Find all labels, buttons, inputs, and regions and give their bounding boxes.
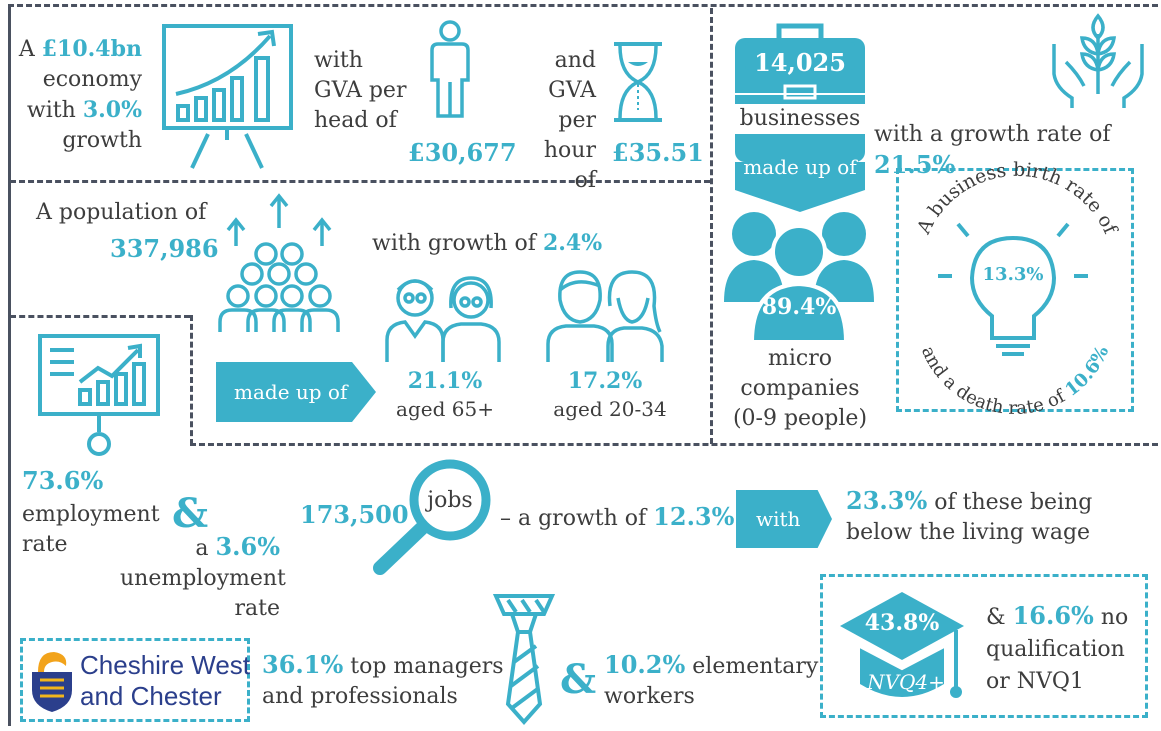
economy-value: £10.4bn [41, 36, 142, 62]
aged2034-label: aged 20-34 [553, 397, 667, 421]
birth-death-box [896, 168, 1134, 412]
jobs-label: jobs [427, 488, 473, 513]
hourglass-icon [614, 42, 662, 122]
birth-rate-value: 13.3% [982, 264, 1044, 285]
economy-growth: 3.0% [82, 97, 142, 123]
living-wage-text: 23.3% of these being below the living wa… [846, 486, 1093, 545]
lightbulb-icon [938, 222, 1088, 356]
employment-ampersand: & [172, 490, 209, 537]
noqual-text: & 16.6% no qualification or NVQ1 [986, 601, 1129, 694]
micro-value: 89.4% [761, 294, 837, 320]
businesses-made-up-of: made up of [743, 155, 857, 179]
occupations-ampersand: & [560, 656, 597, 703]
managers-value: 36.1% [262, 650, 344, 679]
divider-economy-bottom [10, 180, 710, 183]
young-couple-icon [546, 270, 664, 362]
divider-population-inner [190, 315, 193, 445]
employment-label: employment rate [22, 502, 160, 557]
population-growth-value: 2.4% [542, 230, 603, 256]
population-growth: with growth of 2.4% [372, 230, 603, 256]
elderly-couple-icon [385, 276, 501, 362]
graduation-cap-icon [840, 592, 964, 698]
noqual-value: 16.6% [1012, 601, 1094, 630]
up-arrows-icon [226, 193, 332, 246]
gva-hour-text: and GVA per hour of [543, 48, 596, 193]
divider-population-left [10, 315, 190, 318]
gva-hour-value: £35.51 [612, 138, 704, 167]
gva-head-value: £30,677 [408, 138, 517, 167]
population-label: A population of [36, 200, 207, 225]
businesses-value: 14,025 [754, 48, 846, 77]
businesses-label: businesses [735, 104, 865, 134]
magnifying-glass-icon [373, 459, 491, 575]
unemployment-value: 3.6% [215, 532, 280, 561]
qualifications-box [820, 574, 1148, 718]
aged2034-value: 17.2% [567, 368, 643, 394]
economy-block: A £10.4bn economy with 3.0% growth [18, 36, 142, 153]
jobs-growth-value: 12.3% [653, 502, 735, 531]
micro-label: micro companies (0-9 people) [732, 346, 868, 431]
logo-text: Cheshire West and Chester [80, 650, 251, 711]
tie-icon [492, 594, 556, 726]
growth-chart-board-icon [162, 24, 293, 169]
plant-hands-icon [1052, 13, 1144, 108]
divider-middle [190, 443, 1158, 446]
aged65-label: aged 65+ [396, 397, 494, 421]
jobs-growth: – a growth of 12.3% [500, 502, 735, 531]
aged65-value: 21.1% [407, 368, 483, 394]
living-wage-value: 23.3% [846, 486, 928, 515]
logo-box [20, 638, 250, 722]
gva-head-text: with GVA per head of [314, 48, 407, 133]
business-growth: with a growth rate of 21.5% [874, 122, 1111, 179]
population-value: 337,986 [110, 234, 219, 263]
divider-vertical-right [710, 8, 713, 444]
population-made-up-of-banner: made up of [216, 362, 376, 422]
elementary-text: 10.2% elementary workers [604, 650, 819, 709]
business-growth-value: 21.5% [874, 150, 956, 179]
person-icon [430, 20, 470, 118]
presentation-board-icon [38, 334, 160, 456]
jobs-with-banner: with [736, 490, 832, 548]
jobs-value: 173,500 [300, 500, 409, 529]
managers-text: 36.1% top managers and professionals [262, 650, 504, 709]
council-shield-logo [32, 652, 72, 712]
frame-top-border [8, 4, 1158, 7]
team-people-icon [724, 212, 874, 344]
unemployment-block: a 3.6% unemployment rate [120, 532, 286, 621]
birth-rate-arc-label: A business birth rate of and a death rat… [912, 159, 1122, 419]
nvq4-value: 43.8% [864, 610, 940, 636]
employment-value: 73.6% [22, 466, 104, 495]
frame-left-border [8, 4, 11, 726]
crowd-icon [218, 242, 340, 332]
elementary-value: 10.2% [604, 650, 686, 679]
nvq4-label: NVQ4+ [867, 670, 945, 694]
